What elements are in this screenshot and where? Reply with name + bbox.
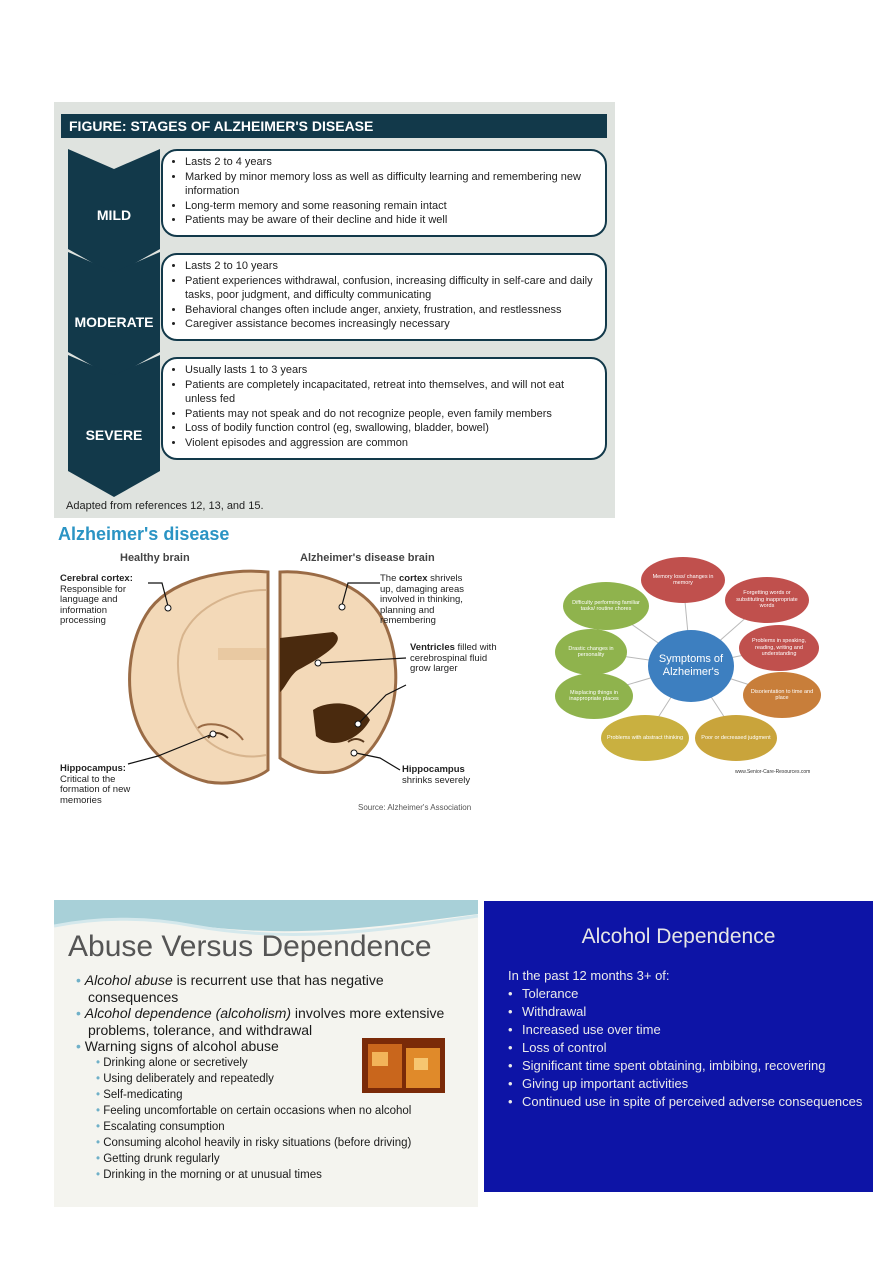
- brain-figure: Alzheimer's disease Healthy brain Alzhei…: [58, 520, 498, 815]
- symptom-node-4: Disorientation to time and place: [743, 672, 821, 718]
- warning-signs-bullet: Warning signs of alcohol abuse: [68, 1038, 473, 1055]
- abuse-slide: Abuse Versus Dependence Alcohol abuse is…: [54, 900, 478, 1207]
- symptoms-diagram: Memory loss/ changes in memory Forgettin…: [553, 555, 823, 780]
- stage-moderate-chevron: MODERATE: [68, 252, 160, 378]
- symptom-text: Drastic changes in personality: [568, 645, 614, 659]
- ad-cortex-annotation: The cortex shrivels up, damaging areas i…: [380, 573, 476, 627]
- criterion: Significant time spent obtaining, imbibi…: [508, 1058, 863, 1074]
- abuse-bullet: Alcohol abuse is recurrent use that has …: [68, 972, 473, 1005]
- ad-brain-label: Alzheimer's disease brain: [300, 552, 435, 564]
- warning-sign: Self-medicating: [68, 1087, 473, 1103]
- symptom-node-7: Misplacing things in inappropriate place…: [555, 673, 633, 719]
- dependence-criteria: Tolerance Withdrawal Increased use over …: [508, 986, 863, 1112]
- dependence-term: Alcohol dependence (alcoholism): [84, 1005, 292, 1021]
- slide-header-wave: [54, 900, 478, 937]
- abuse-term: Alcohol abuse: [84, 972, 173, 988]
- symptom-node-8: Drastic changes in personality: [555, 629, 627, 675]
- symptom-text: Poor or decreased judgment: [701, 734, 771, 741]
- warning-sign: Getting drunk regularly: [68, 1151, 473, 1167]
- symptom-node-5: Poor or decreased judgment: [695, 715, 777, 761]
- symptom-text: Misplacing things in inappropriate place…: [569, 689, 619, 703]
- ad-cortex-pre: The: [380, 573, 397, 584]
- stage-severe-chevron: SEVERE: [68, 355, 160, 497]
- symptom-node-3: Problems in speaking, reading, writing a…: [739, 625, 819, 671]
- stage-bullet: Patients may not speak and do not recogn…: [185, 407, 595, 422]
- criterion: Increased use over time: [508, 1022, 863, 1038]
- healthy-brain-label: Healthy brain: [120, 552, 190, 564]
- symptom-text: Problems with abstract thinking: [606, 734, 684, 741]
- warning-sign: Drinking alone or secretively: [68, 1055, 473, 1071]
- hippocampus-annotation: Hippocampus: Critical to the formation o…: [60, 763, 146, 806]
- stage-bullet: Lasts 2 to 10 years: [185, 259, 595, 274]
- warning-sign: Using deliberately and repeatedly: [68, 1071, 473, 1087]
- abuse-slide-title: Abuse Versus Dependence: [68, 930, 432, 963]
- criterion: Tolerance: [508, 986, 863, 1002]
- brain-source: Source: Alzheimer's Association: [358, 803, 472, 812]
- criterion: Loss of control: [508, 1040, 863, 1056]
- figure-footnote: Adapted from references 12, 13, and 15.: [66, 500, 264, 512]
- abuse-definition: is recurrent use that has negative conse…: [88, 972, 384, 1005]
- dependence-slide: Alcohol Dependence In the past 12 months…: [484, 901, 873, 1192]
- stage-bullet: Marked by minor memory loss as well as d…: [185, 170, 595, 199]
- warning-sign: Drinking in the morning or at unusual ti…: [68, 1167, 473, 1183]
- symptom-text: Forgetting words or substituting inappro…: [736, 590, 798, 610]
- stage-bullet: Long-term memory and some reasoning rema…: [185, 199, 595, 214]
- dependence-slide-title: Alcohol Dependence: [581, 925, 776, 948]
- symptom-text: Disorientation to time and place: [750, 688, 814, 702]
- symptom-node-6: Problems with abstract thinking: [601, 715, 689, 761]
- ad-hippocampus-text: shrinks severely: [402, 774, 471, 786]
- warning-sign: Consuming alcohol heavily in risky situa…: [68, 1135, 473, 1151]
- stage-severe-label: SEVERE: [85, 427, 143, 443]
- symptom-text: Memory loss/ changes in memory: [652, 573, 714, 587]
- stages-figure: FIGURE: STAGES OF ALZHEIMER'S DISEASE MI…: [54, 102, 615, 518]
- ad-hippocampus-annotation: Hippocampus shrinks severely: [402, 764, 498, 786]
- symptom-text: Difficulty performing familiar tasks/ ro…: [572, 599, 640, 613]
- cortex-text: Responsible for language and information…: [60, 583, 127, 626]
- symptom-node-2: Forgetting words or substituting inappro…: [725, 577, 809, 623]
- dependence-bullet: Alcohol dependence (alcoholism) involves…: [68, 1005, 473, 1038]
- ad-cortex-bold: cortex: [399, 573, 428, 584]
- stage-bullet: Caregiver assistance becomes increasingl…: [185, 317, 595, 332]
- ventricles-heading: Ventricles: [410, 642, 455, 653]
- criterion: Withdrawal: [508, 1004, 863, 1020]
- stage-bullet: Lasts 2 to 4 years: [185, 155, 595, 170]
- dependence-definition: involves more extensive problems, tolera…: [88, 1005, 445, 1038]
- hippocampus-heading: Hippocampus:: [60, 763, 126, 774]
- stage-bullet: Loss of bodily function control (eg, swa…: [185, 421, 595, 436]
- stage-mild-chevron: MILD: [68, 149, 160, 275]
- cerebral-cortex-annotation: Cerebral cortex: Responsible for languag…: [60, 573, 146, 627]
- dependence-intro: In the past 12 months 3+ of:: [508, 968, 670, 983]
- stage-mild-label: MILD: [96, 207, 132, 223]
- symptom-text: Problems in speaking, reading, writing a…: [751, 638, 807, 658]
- criterion: Continued use in spite of perceived adve…: [508, 1094, 863, 1110]
- symptom-node-1: Memory loss/ changes in memory: [641, 557, 725, 603]
- brain-figure-title: Alzheimer's disease: [58, 524, 230, 544]
- stage-mild-box: Lasts 2 to 4 years Marked by minor memor…: [161, 149, 607, 237]
- abuse-bullets: Alcohol abuse is recurrent use that has …: [68, 972, 473, 1183]
- symptoms-website: www.Senior-Care-Resources.com: [735, 769, 811, 775]
- stage-bullet: Patients may be aware of their decline a…: [185, 213, 595, 228]
- ad-cortex-text: shrivels up, damaging areas involved in …: [380, 573, 464, 626]
- stage-moderate-label: MODERATE: [74, 314, 154, 330]
- warning-sign: Escalating consumption: [68, 1119, 473, 1135]
- cortex-heading: Cerebral cortex:: [60, 573, 133, 584]
- criterion: Giving up important activities: [508, 1076, 863, 1092]
- figure-title: FIGURE: STAGES OF ALZHEIMER'S DISEASE: [61, 114, 607, 138]
- stage-bullet: Usually lasts 1 to 3 years: [185, 363, 595, 378]
- ad-hippocampus-heading: Hippocampus: [402, 764, 465, 775]
- stage-bullet: Behavioral changes often include anger, …: [185, 303, 595, 318]
- stage-bullet: Violent episodes and aggression are comm…: [185, 436, 595, 451]
- stage-severe-box: Usually lasts 1 to 3 years Patients are …: [161, 357, 607, 460]
- symptoms-center: Symptoms of Alzheimer's: [648, 630, 734, 702]
- hippocampus-text: Critical to the formation of new memorie…: [60, 773, 131, 806]
- brain-illustration: [127, 569, 407, 785]
- stage-bullet: Patients are completely incapacitated, r…: [185, 378, 595, 407]
- ventricles-annotation: Ventricles filled with cerebrospinal flu…: [410, 642, 498, 675]
- symptom-node-9: Difficulty performing familiar tasks/ ro…: [563, 582, 649, 630]
- ventricles-text: filled with cerebrospinal fluid grow lar…: [410, 642, 497, 674]
- warning-sign: Feeling uncomfortable on certain occasio…: [68, 1103, 473, 1119]
- stage-bullet: Patient experiences withdrawal, confusio…: [185, 274, 595, 303]
- stage-moderate-box: Lasts 2 to 10 years Patient experiences …: [161, 253, 607, 341]
